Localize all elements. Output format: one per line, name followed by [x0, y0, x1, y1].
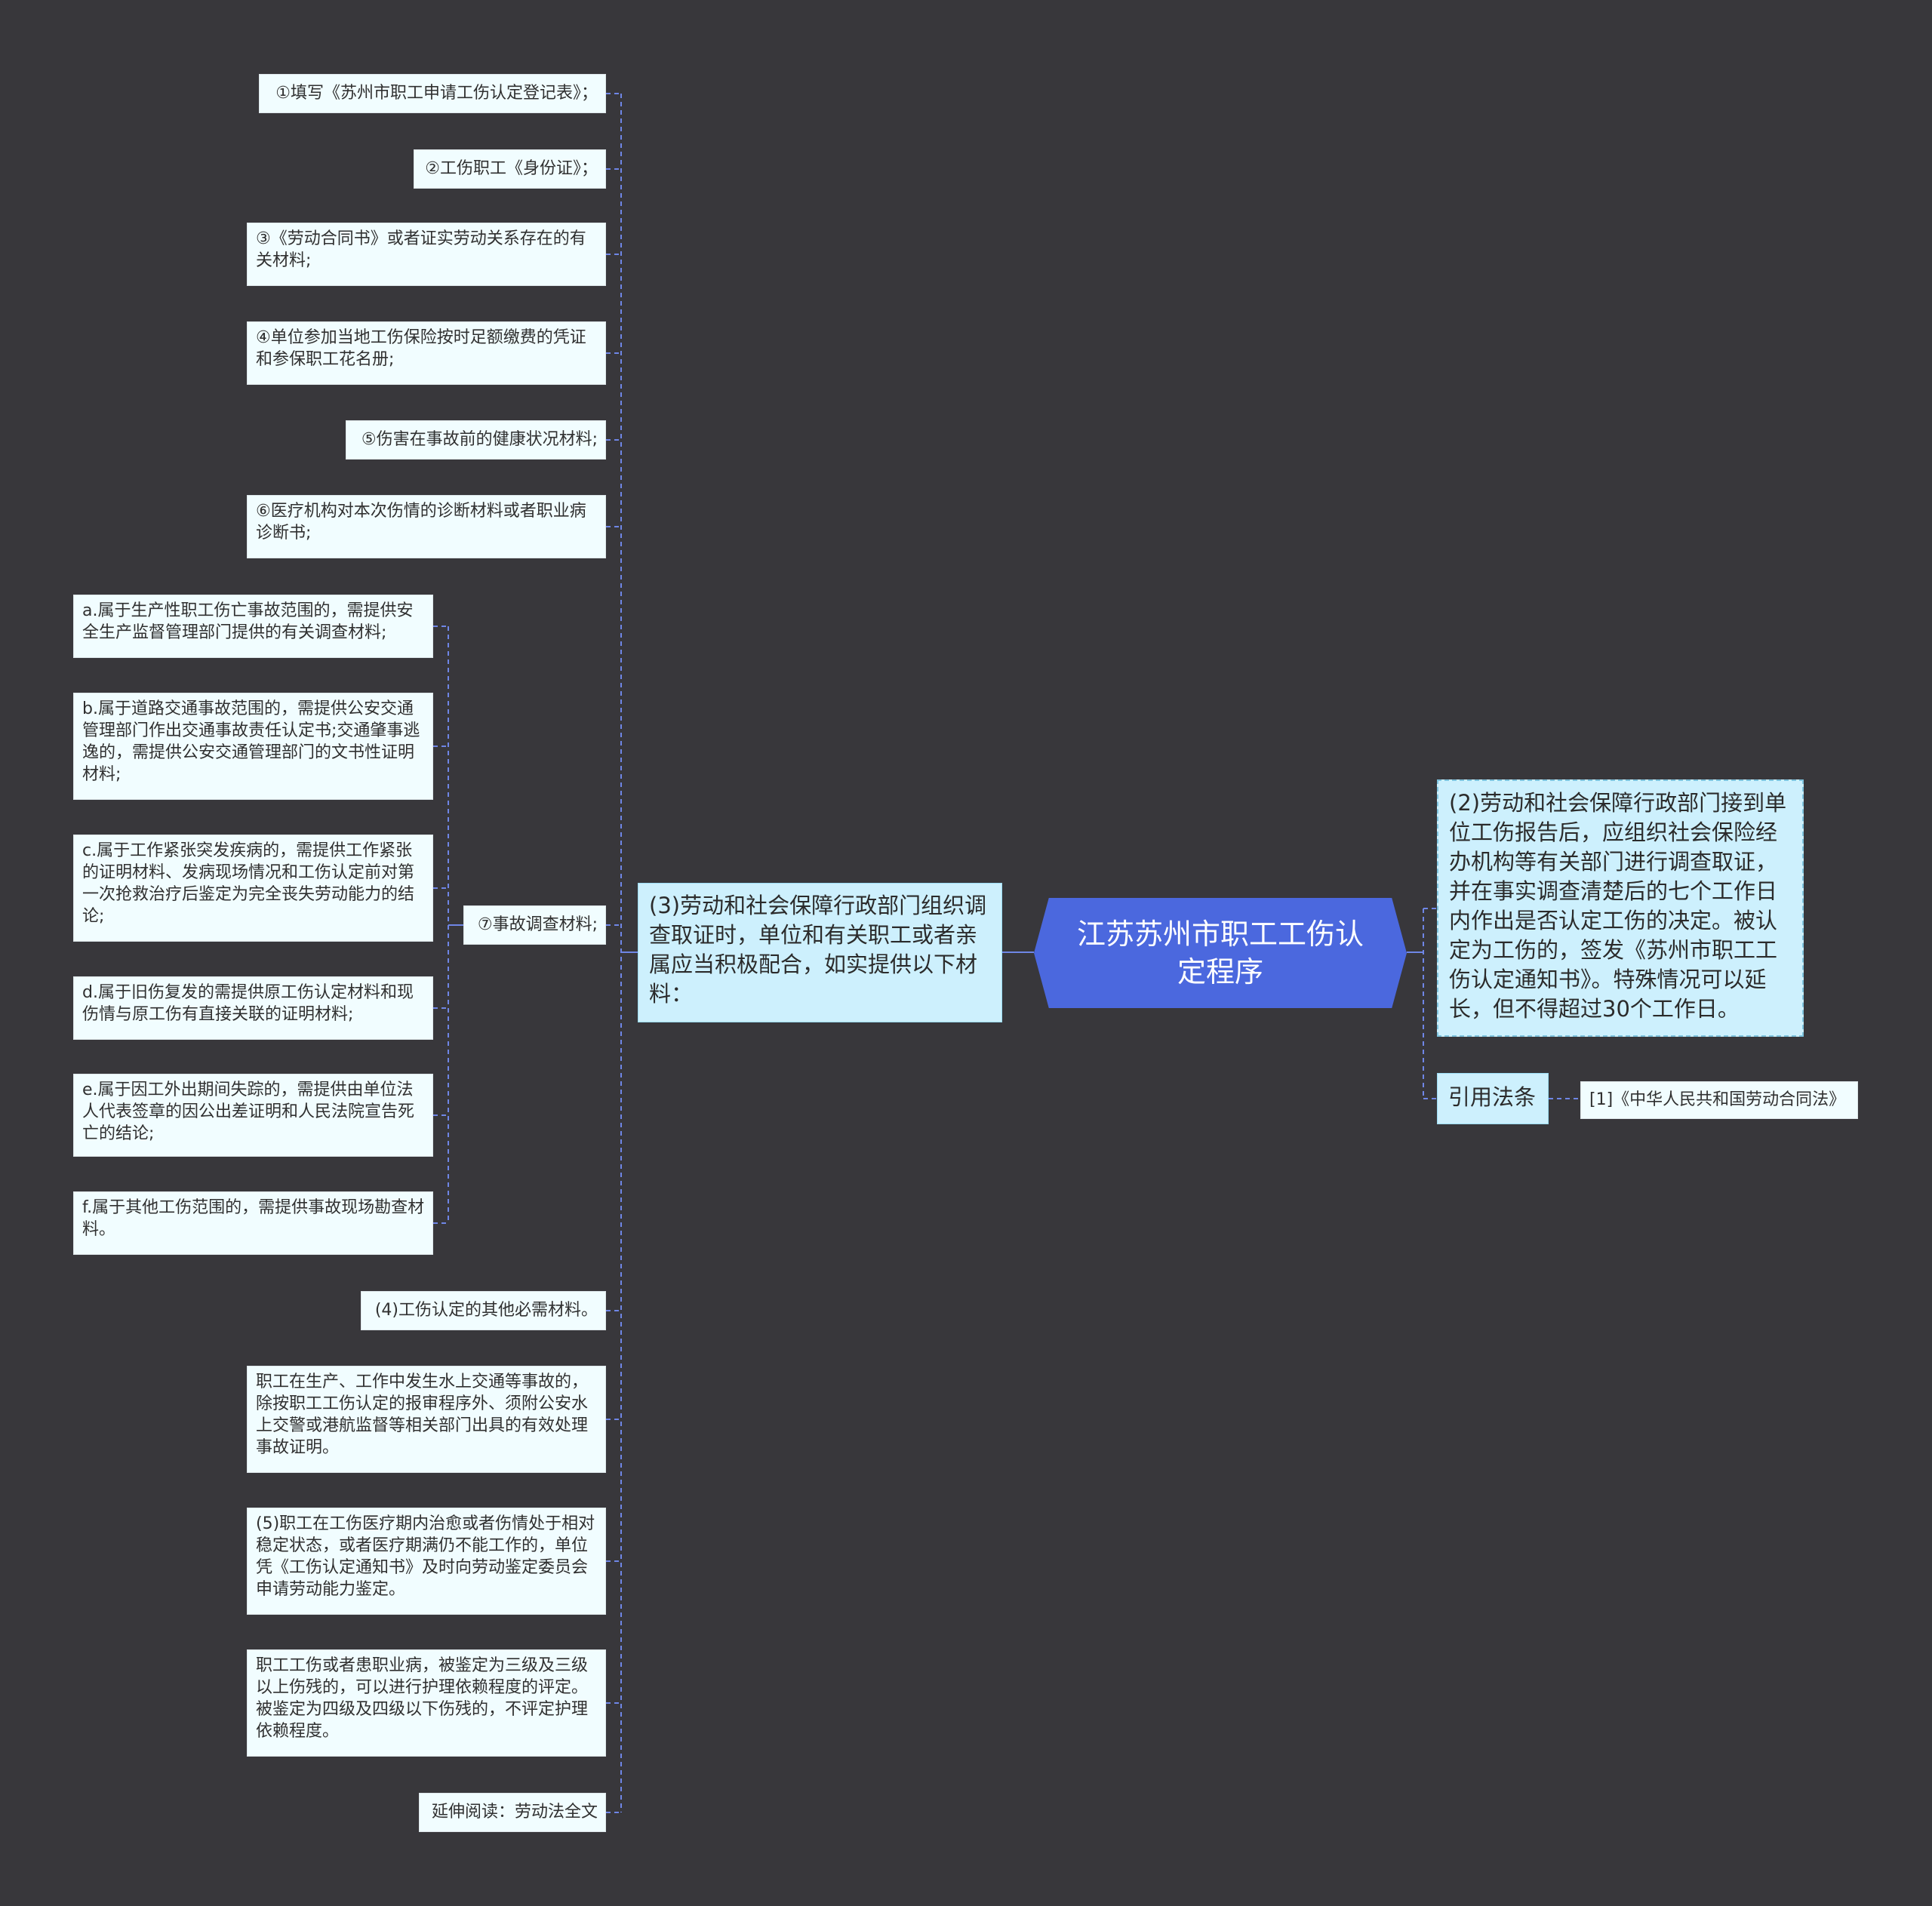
material-item-5[interactable]: ⑤伤害在事故前的健康状况材料; — [346, 420, 606, 460]
material-item-other[interactable]: (4)工伤认定的其他必需材料。 — [361, 1291, 606, 1330]
root-topic[interactable]: 江苏苏州市职工工伤认定程序 — [1034, 898, 1407, 1008]
accident-sub-d[interactable]: d.属于旧伤复发的需提供原工伤认定材料和现伤情与原工伤有直接关联的证明材料; — [73, 976, 433, 1040]
step2-node[interactable]: (2)劳动和社会保障行政部门接到单位工伤报告后，应组织社会保险经办机构等有关部门… — [1437, 779, 1804, 1037]
step3-node[interactable]: (3)劳动和社会保障行政部门组织调查取证时，单位和有关职工或者亲属应当积极配合，… — [638, 883, 1002, 1022]
step5-node[interactable]: (5)职工在工伤医疗期内治愈或者伤情处于相对稳定状态，或者医疗期满仍不能工作的，… — [247, 1508, 606, 1615]
material-item-1[interactable]: ①填写《苏州市职工申请工伤认定登记表》； — [259, 74, 606, 113]
further-reading-link[interactable]: 延伸阅读：劳动法全文 — [419, 1793, 606, 1832]
material-item-3[interactable]: ③《劳动合同书》或者证实劳动关系存在的有关材料; — [247, 223, 606, 286]
accident-sub-b[interactable]: b.属于道路交通事故范围的，需提供公安交通管理部门作出交通事故责任认定书;交通肇… — [73, 693, 433, 800]
water-accident-note[interactable]: 职工在生产、工作中发生水上交通等事故的，除按职工工伤认定的报审程序外、须附公安水… — [247, 1366, 606, 1473]
accident-sub-c[interactable]: c.属于工作紧张突发疾病的，需提供工作紧张的证明材料、发病现场情况和工伤认定前对… — [73, 835, 433, 942]
cite-item-node[interactable]: [1]《中华人民共和国劳动合同法》 — [1580, 1081, 1858, 1119]
material-item-4[interactable]: ④单位参加当地工伤保险按时足额缴费的凭证和参保职工花名册; — [247, 321, 606, 385]
nursing-dependence-note[interactable]: 职工工伤或者患职业病，被鉴定为三级及三级以上伤残的，可以进行护理依赖程度的评定。… — [247, 1649, 606, 1757]
accident-sub-f[interactable]: f.属于其他工伤范围的，需提供事故现场勘查材料。 — [73, 1191, 433, 1255]
accident-sub-e[interactable]: e.属于因工外出期间失踪的，需提供由单位法人代表签章的因公出差证明和人民法院宣告… — [73, 1074, 433, 1157]
material-item-2[interactable]: ②工伤职工《身份证》； — [414, 149, 606, 189]
accident-sub-a[interactable]: a.属于生产性职工伤亡事故范围的，需提供安全生产监督管理部门提供的有关调查材料; — [73, 595, 433, 658]
cite-label-node[interactable]: 引用法条 — [1437, 1073, 1549, 1124]
material-item-7[interactable]: ⑦事故调查材料; — [463, 905, 606, 945]
material-item-6[interactable]: ⑥医疗机构对本次伤情的诊断材料或者职业病诊断书; — [247, 495, 606, 558]
